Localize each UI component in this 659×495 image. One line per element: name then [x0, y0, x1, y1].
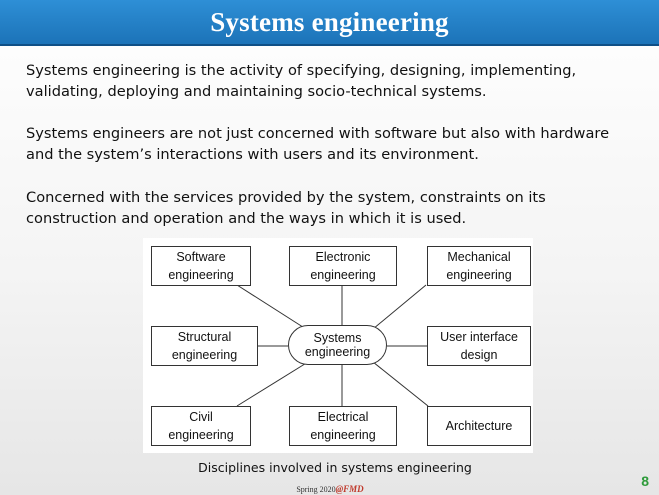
- node-structural-engineering: Structural engineering: [151, 326, 258, 366]
- footer-term: Spring 2020: [296, 485, 336, 494]
- diagram-caption: Disciplines involved in systems engineer…: [198, 460, 472, 475]
- node-electronic-engineering: Electronic engineering: [289, 246, 397, 286]
- paragraph-services: Concerned with the services provided by …: [26, 189, 546, 227]
- connector-architecture: [372, 361, 429, 407]
- connector-software: [236, 284, 307, 330]
- slide-title-bar: Systems engineering: [0, 0, 659, 46]
- node-user-interface-design: User interface design: [427, 326, 531, 366]
- connector-mechanical: [372, 284, 427, 330]
- connector-civil: [236, 361, 309, 407]
- node-systems-engineering: Systems engineering: [288, 325, 387, 365]
- page-number: 8: [641, 473, 649, 489]
- node-software-engineering: Software engineering: [151, 246, 251, 286]
- node-mechanical-engineering: Mechanical engineering: [427, 246, 531, 286]
- paragraph-concerns: Systems engineers are not just concerned…: [26, 125, 610, 163]
- paragraph-definition: Systems engineering is the activity of s…: [26, 62, 577, 100]
- node-civil-engineering: Civil engineering: [151, 406, 251, 446]
- diagram-connectors: [236, 284, 429, 407]
- node-electrical-engineering: Electrical engineering: [289, 406, 397, 446]
- slide-footer: Spring 2020@FMD: [200, 484, 460, 494]
- node-architecture: Architecture: [427, 406, 531, 446]
- footer-logo: @FMD: [335, 484, 364, 494]
- slide-title: Systems engineering: [210, 6, 449, 37]
- disciplines-diagram: Software engineering Electronic engineer…: [143, 238, 533, 453]
